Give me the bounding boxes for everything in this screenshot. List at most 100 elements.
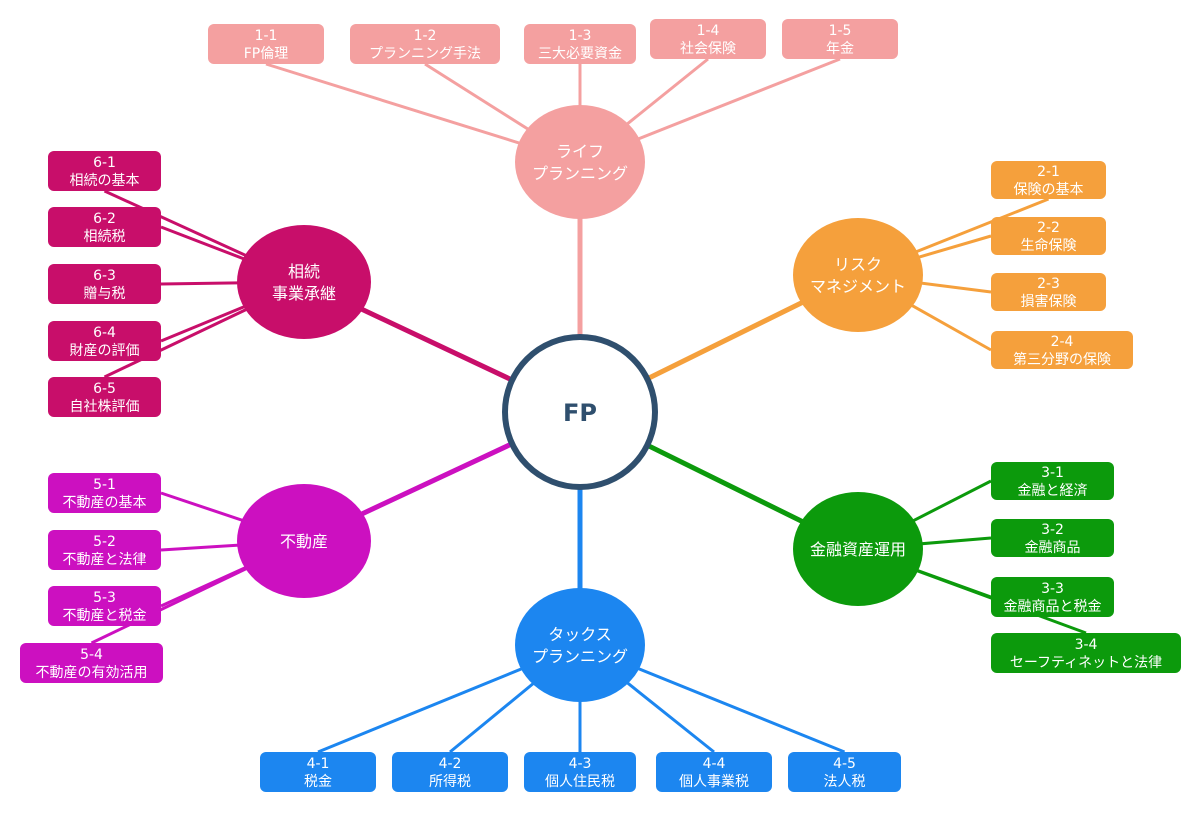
category-label: タックス	[548, 625, 612, 644]
topic-name: 生命保険	[1021, 237, 1077, 254]
topic-number: 1-2	[414, 28, 437, 44]
topic-node-box	[991, 462, 1114, 500]
topic-name: 所得税	[429, 773, 471, 790]
topic-name: 相続税	[84, 228, 126, 245]
topic-number: 6-3	[93, 268, 116, 284]
topic-node-1-5[interactable]: 1-5年金	[782, 19, 898, 59]
topic-node-3-3[interactable]: 3-3 金融商品と税金	[991, 577, 1114, 617]
topic-name: 不動産の基本	[63, 494, 147, 511]
category-node-shape	[515, 105, 645, 219]
topic-node-box	[48, 207, 161, 247]
topic-name: 損害保険	[1021, 294, 1077, 310]
topic-number: 6-5	[93, 381, 116, 397]
category-node-shape	[515, 588, 645, 702]
topic-name: 個人事業税	[679, 774, 749, 790]
topic-name: 保険の基本	[1014, 181, 1084, 198]
topic-node-box	[656, 752, 772, 792]
topic-node-box	[991, 217, 1106, 255]
topic-node-box	[350, 24, 500, 64]
topic-node-box	[782, 19, 898, 59]
topic-number: 2-2	[1037, 220, 1060, 236]
topic-number: 2-1	[1037, 164, 1060, 180]
topic-name: 金融商品	[1025, 540, 1081, 556]
topic-name: 贈与税	[84, 286, 126, 302]
category-label: 不動産	[280, 532, 328, 551]
topic-node-box	[48, 321, 161, 361]
topic-name: FP倫理	[244, 46, 289, 62]
category-node-realestate[interactable]: 不動産	[237, 484, 371, 598]
topic-number: 1-5	[829, 23, 852, 39]
category-label: プランニング	[532, 164, 628, 183]
topic-node-1-2[interactable]: 1-2 プランニング手法	[350, 24, 500, 64]
center-node-circle	[502, 334, 658, 490]
topic-node-2-3[interactable]: 2-3 損害保険	[991, 273, 1106, 311]
topic-node-box	[991, 519, 1114, 557]
topic-node-box	[48, 264, 161, 304]
topic-number: 6-2	[93, 211, 116, 227]
center-node[interactable]: FP	[502, 334, 658, 490]
topic-node-box	[20, 643, 163, 683]
topic-node-box	[991, 633, 1181, 673]
topic-node-6-3[interactable]: 6-3 贈与税	[48, 264, 161, 304]
topic-name: 法人税	[824, 774, 866, 790]
topic-node-box	[650, 19, 766, 59]
topic-number: 1-1	[255, 28, 278, 44]
topic-node-box	[991, 331, 1133, 369]
category-node-shape	[237, 484, 371, 598]
category-label: マネジメント	[810, 277, 906, 296]
topic-node-box	[260, 752, 376, 792]
category-label: 相続	[288, 262, 320, 281]
topic-name: 個人住民税	[545, 774, 615, 790]
topic-name: 財産の評価	[70, 343, 140, 359]
topic-number: 3-3	[1041, 581, 1064, 597]
topic-node-4-5[interactable]: 4-5 法人税	[788, 752, 901, 792]
category-node-finance[interactable]: 金融資産運用	[793, 492, 923, 606]
topic-node-box	[392, 752, 508, 792]
topic-node-box	[48, 586, 161, 626]
topic-node-box	[991, 161, 1106, 199]
topic-node-3-2[interactable]: 3-2 金融商品	[991, 519, 1114, 557]
topic-node-box	[991, 577, 1114, 617]
topic-number: 2-3	[1037, 276, 1060, 292]
topic-number: 3-2	[1041, 522, 1064, 538]
topic-number: 5-1	[93, 477, 116, 493]
topic-name: プランニング手法	[369, 46, 481, 62]
category-label: ライフ	[556, 142, 604, 161]
topic-node-box	[524, 752, 636, 792]
topic-name: 金融商品と税金	[1004, 599, 1102, 615]
topic-name: 三大必要資金	[538, 46, 622, 62]
topic-name: 相続の基本	[70, 172, 140, 189]
category-label: リスク	[834, 255, 882, 274]
topic-node-box	[48, 377, 161, 417]
category-node-shape	[793, 218, 923, 332]
topic-node-4-1[interactable]: 4-1税金	[260, 752, 376, 792]
topic-number: 2-4	[1051, 334, 1074, 350]
topic-name: 社会保険	[680, 41, 736, 57]
topic-number: 4-5	[833, 756, 856, 772]
